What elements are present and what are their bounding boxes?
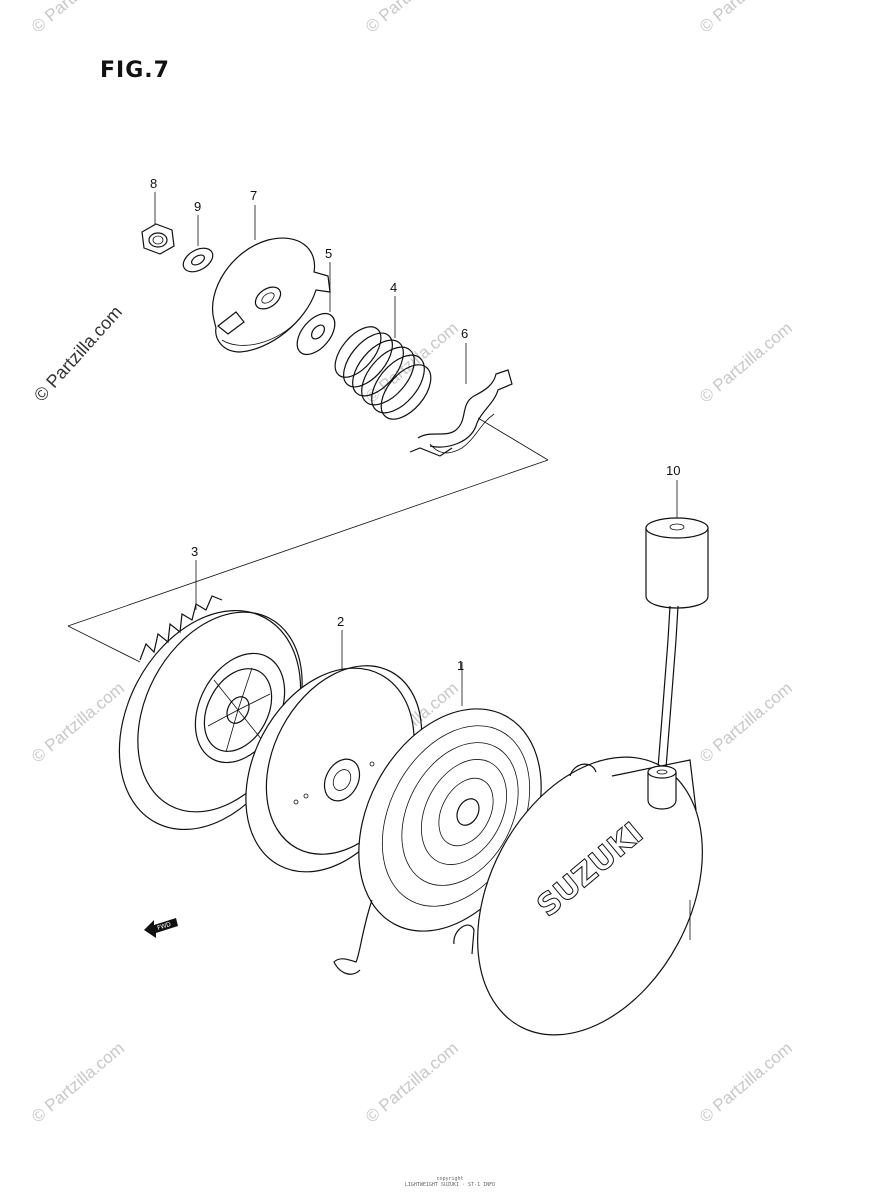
callout-6: 6 [461, 326, 468, 341]
footer-note: copyright LIGHTWEIGHT SUZUKI · ST-1 INFO [360, 1176, 540, 1188]
part-6-clip: 6 [409, 326, 513, 457]
part-5-washer: 5 [296, 246, 336, 356]
part-9-washer: 9 [182, 199, 214, 273]
callout-8: 8 [150, 176, 157, 191]
assembly-reference-lines [67, 417, 549, 663]
callout-1: 1 [457, 658, 464, 673]
callout-10: 10 [666, 463, 680, 478]
callout-5: 5 [325, 246, 332, 261]
fwd-label: FWD [156, 921, 172, 932]
figure-title: FIG.7 [100, 58, 170, 83]
fwd-arrow: FWD [144, 918, 178, 938]
callout-7: 7 [250, 188, 257, 203]
callout-2: 2 [337, 614, 344, 629]
part-7-friction-plate: 7 [212, 188, 331, 353]
starter-cover: SUZUKI [453, 756, 703, 1036]
part-4-spring: 4 [334, 280, 432, 420]
callout-4: 4 [390, 280, 397, 295]
callout-3: 3 [191, 544, 198, 559]
footer-line-1: copyright [436, 1176, 464, 1182]
callout-9: 9 [194, 199, 201, 214]
footer-line-2: LIGHTWEIGHT SUZUKI · ST-1 INFO [404, 1182, 496, 1188]
part-8-nut: 8 [141, 176, 175, 255]
part-10-handle: 10 [645, 463, 709, 769]
